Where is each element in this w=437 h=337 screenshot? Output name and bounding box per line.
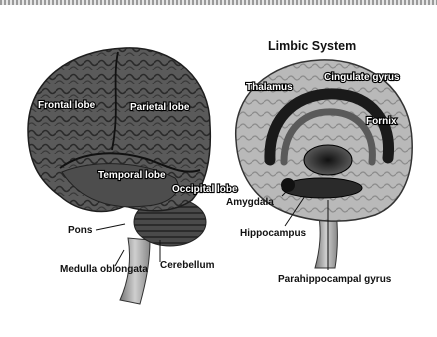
right-thalamus bbox=[304, 145, 352, 175]
leader-pons bbox=[96, 224, 125, 230]
label-amygdala: Amygdala bbox=[226, 197, 274, 208]
label-fornix: Fornix bbox=[366, 116, 397, 127]
label-medulla: Medulla oblongata bbox=[60, 264, 148, 275]
label-thalamus: Thalamus bbox=[246, 82, 293, 93]
label-cingulate: Cingulate gyrus bbox=[324, 72, 400, 83]
label-parahippocampal: Parahippocampal gyrus bbox=[278, 274, 392, 285]
label-occipital: Occipital lobe bbox=[172, 184, 238, 195]
right-amygdala-shape bbox=[281, 178, 295, 192]
label-temporal: Temporal lobe bbox=[98, 170, 166, 181]
label-frontal: Frontal lobe bbox=[38, 100, 96, 111]
diagram-title: Limbic System bbox=[268, 39, 356, 53]
label-cerebellum: Cerebellum bbox=[160, 260, 215, 271]
label-pons: Pons bbox=[68, 225, 93, 236]
label-parietal: Parietal lobe bbox=[130, 102, 190, 113]
label-hippocampus: Hippocampus bbox=[240, 228, 307, 239]
